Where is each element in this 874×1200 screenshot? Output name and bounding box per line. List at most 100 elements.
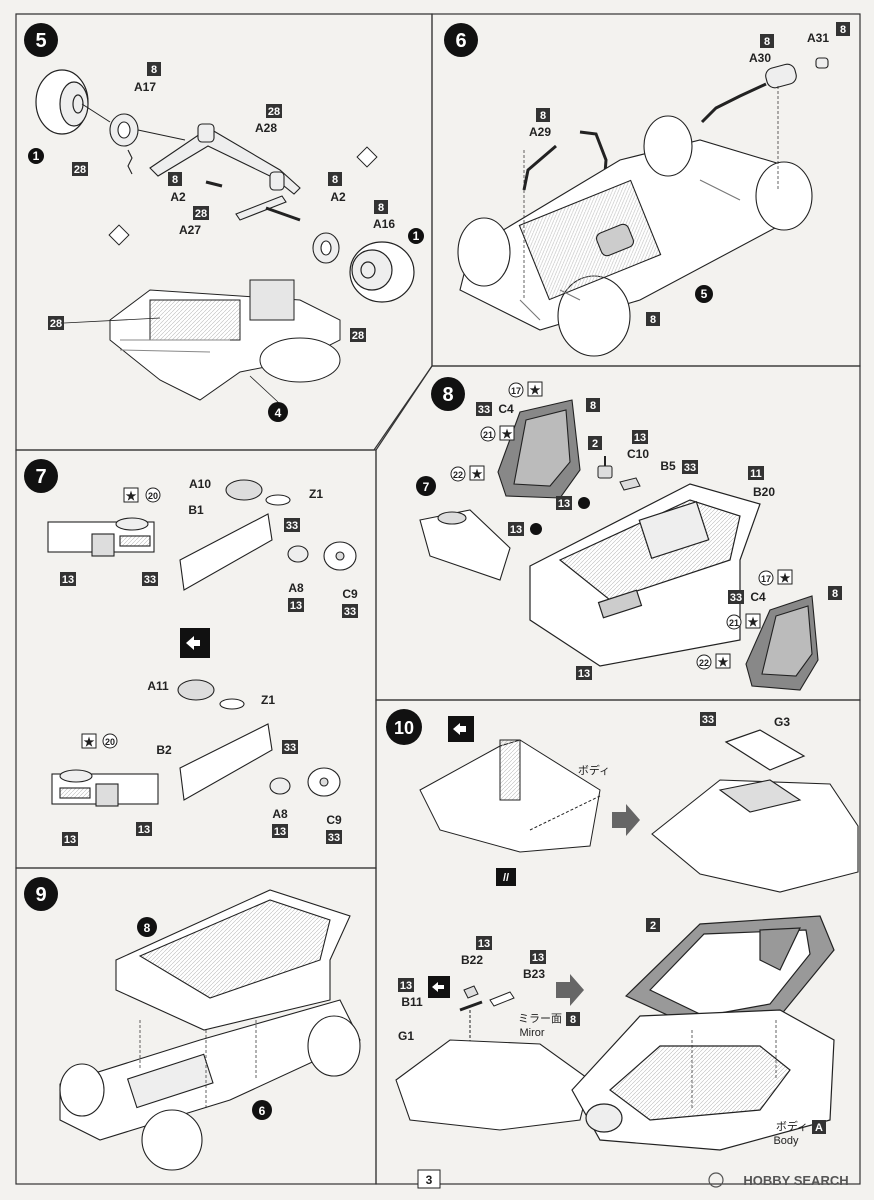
s10-code-13a: 13 xyxy=(478,938,490,950)
dashboard-exploded-bottom xyxy=(177,679,341,801)
s8-star-e: ★ xyxy=(748,615,759,629)
s6-code-8b: 8 xyxy=(840,24,846,36)
s10-mirror-jp: ミラー面 xyxy=(518,1013,562,1025)
s8-star-b: ★ xyxy=(502,427,513,441)
panel-borders xyxy=(15,13,861,1185)
s10-code-33: 33 xyxy=(702,714,714,726)
s7-code-33e: 33 xyxy=(328,832,340,844)
step8-ref-7: 7 xyxy=(423,480,430,494)
door-illustration xyxy=(419,739,601,853)
chassis-illustration xyxy=(109,279,341,401)
arrow-right-icon-b xyxy=(556,974,584,1006)
s8-code-13d: 13 xyxy=(578,668,590,680)
s10-code-8: 8 xyxy=(570,1014,576,1026)
s8-star-num-17a: 17 xyxy=(511,386,521,396)
s10-part-b22: B22 xyxy=(461,953,483,967)
interior-tub-illustration xyxy=(529,483,761,667)
s5-part-a2-left: A2 xyxy=(170,190,186,204)
s10-code-13c: 13 xyxy=(400,980,412,992)
s5-code-28a: 28 xyxy=(268,106,280,118)
s8-star-f: ★ xyxy=(718,655,729,669)
arrow-right-icon-a xyxy=(612,804,640,836)
s7-code-33f: 13 xyxy=(64,834,76,846)
step7-number: 7 xyxy=(35,466,46,488)
suspension-arm-illustration xyxy=(149,123,301,222)
s8-star-num-21a: 21 xyxy=(483,430,493,440)
s6-part-a31: A31 xyxy=(807,31,829,45)
s8-code-13c: 13 xyxy=(510,524,522,536)
s5-part-a2-right: A2 xyxy=(330,190,346,204)
step-10: 10 ボディ // 33 G3 13 B22 13 B23 13 xyxy=(386,709,859,1151)
s8-code-8b: 8 xyxy=(832,588,838,600)
s8-part-b5: B5 xyxy=(660,459,676,473)
s8-code-33a: 33 xyxy=(478,404,490,416)
s10-part-b23: B23 xyxy=(523,967,545,981)
s10-code-2: 2 xyxy=(650,920,656,932)
s5-part-a17: A17 xyxy=(134,80,156,94)
s5-code-8c: 8 xyxy=(332,174,338,186)
step-9: 9 8 6 xyxy=(24,877,361,1171)
chassis-6-illustration xyxy=(457,115,813,357)
page-number: 3 xyxy=(426,1173,433,1187)
step-8: 8 17 ★ 33 C4 8 21 ★ 22 ★ 2 13 C10 B5 33 … xyxy=(416,377,842,691)
s5-code-28d: 28 xyxy=(352,330,364,342)
s7-part-z1: Z1 xyxy=(309,487,323,501)
s5-code-28b: 28 xyxy=(74,164,86,176)
s7-code-33c: 33 xyxy=(344,606,356,618)
step-5: 5 1 8 A17 28 A28 28 8 A2 xyxy=(24,23,424,422)
s8-star-a: ★ xyxy=(530,383,541,397)
step8-number: 8 xyxy=(442,384,453,406)
s5-part-a27: A27 xyxy=(179,223,201,237)
s5-part-a28: A28 xyxy=(255,121,277,135)
step6-ref-5: 5 xyxy=(701,287,708,301)
s7-code-13a: 13 xyxy=(62,574,74,586)
watermark-text: HOBBY SEARCH xyxy=(743,1173,848,1188)
s7-code-33d: 33 xyxy=(284,742,296,754)
s7-part-a10: A10 xyxy=(189,477,211,491)
s6-part-a30: A30 xyxy=(749,51,771,65)
s7-code-33a: 33 xyxy=(144,574,156,586)
s10-part-g3: G3 xyxy=(774,715,790,729)
step6-number: 6 xyxy=(455,30,466,52)
s8-part-c4: C4 xyxy=(498,402,514,416)
s7-part-a11: A11 xyxy=(147,679,169,693)
s7-star-a: ★ xyxy=(126,489,137,503)
s6-code-8c: 8 xyxy=(540,110,546,122)
step10-number: 10 xyxy=(394,718,414,738)
s10-mirror-en: Miror xyxy=(519,1027,544,1039)
s8-star-c: ★ xyxy=(472,467,483,481)
step10-border xyxy=(375,699,861,1185)
shifter-illustration xyxy=(597,456,641,491)
s8-part-c10: C10 xyxy=(627,447,649,461)
s7-part-z1b: Z1 xyxy=(261,693,275,707)
s5-part-a16: A16 xyxy=(373,217,395,231)
s7-star-b: ★ xyxy=(84,735,95,749)
step9-ref-8: 8 xyxy=(144,921,151,935)
lhd-rhd-icon xyxy=(186,636,204,650)
s6-code-8a: 8 xyxy=(764,36,770,48)
s7-code-13c: 13 xyxy=(274,826,286,838)
s10-code-13b: 13 xyxy=(532,952,544,964)
lhd-rhd-icon-2 xyxy=(453,723,466,735)
s6-code-8d: 8 xyxy=(650,314,656,326)
wheel-left-illustration xyxy=(35,69,89,135)
dash-assy-illustration xyxy=(419,509,511,581)
s7-part-c9: C9 xyxy=(342,587,358,601)
s7-code-13d: 13 xyxy=(138,824,150,836)
step5-ref-1b: 1 xyxy=(413,229,420,243)
dashboard-assembled-bottom xyxy=(51,769,159,807)
s7-code-33b: 33 xyxy=(286,520,298,532)
exhaust-illustration xyxy=(522,57,829,263)
step5-number: 5 xyxy=(35,30,46,52)
s5-code-8b: 8 xyxy=(172,174,178,186)
s7-part-a8: A8 xyxy=(288,581,304,595)
s8-part-c4b: C4 xyxy=(750,590,766,604)
s8-star-d: ★ xyxy=(780,571,791,585)
dashboard-exploded-top xyxy=(179,479,357,591)
car-body-illustration xyxy=(571,1009,835,1151)
s8-code-2: 2 xyxy=(592,438,598,450)
s10-part-g1: G1 xyxy=(398,1029,414,1043)
seat-right-illustration xyxy=(745,595,819,691)
s10-body-en: Body xyxy=(773,1135,799,1147)
s7-part-c9b: C9 xyxy=(326,813,342,827)
